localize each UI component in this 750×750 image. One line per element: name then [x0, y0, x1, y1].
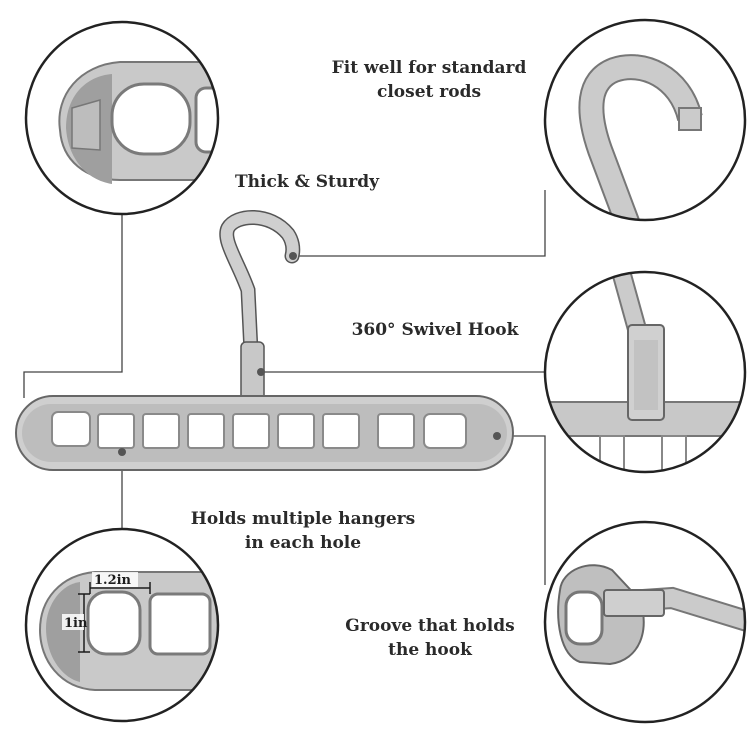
- callout-fit-rods-line2: closet rods: [376, 82, 482, 102]
- zoom-thick-sturdy: [24, 20, 220, 216]
- callout-holds-multiple-line2: in each hole: [244, 533, 362, 553]
- callout-holds-multiple-line1: Holds multiple hangers: [190, 509, 416, 529]
- zoom-dimensions: 1.2in 1in: [24, 527, 220, 723]
- zoom-groove: [543, 520, 747, 724]
- connector-fit-rods: [293, 190, 546, 257]
- zoom-swivel-hook: [543, 270, 747, 474]
- zoom-fit-rods: [543, 18, 747, 222]
- connector-thick-sturdy: [23, 214, 123, 398]
- callout-groove-line1: Groove that holds: [345, 616, 515, 636]
- callout-thick-sturdy: Thick & Sturdy: [218, 170, 396, 194]
- callout-fit-rods: Fit well for standard closet rods: [318, 56, 540, 104]
- callout-fit-rods-line1: Fit well for standard: [331, 58, 527, 78]
- callout-thick-sturdy-text: Thick & Sturdy: [235, 172, 379, 192]
- callout-swivel-hook-text: 360° Swivel Hook: [351, 320, 519, 340]
- swivel-pin: [257, 368, 265, 376]
- dimension-width: 1.2in: [94, 573, 132, 588]
- dimension-height: 1in: [64, 616, 88, 631]
- callout-holds-multiple: Holds multiple hangers in each hole: [175, 507, 431, 555]
- bar-holes: [51, 411, 467, 449]
- callout-groove-line2: the hook: [388, 640, 472, 660]
- main-hanger: [15, 210, 514, 471]
- callout-swivel-hook: 360° Swivel Hook: [334, 318, 536, 342]
- callout-groove: Groove that holds the hook: [328, 614, 532, 662]
